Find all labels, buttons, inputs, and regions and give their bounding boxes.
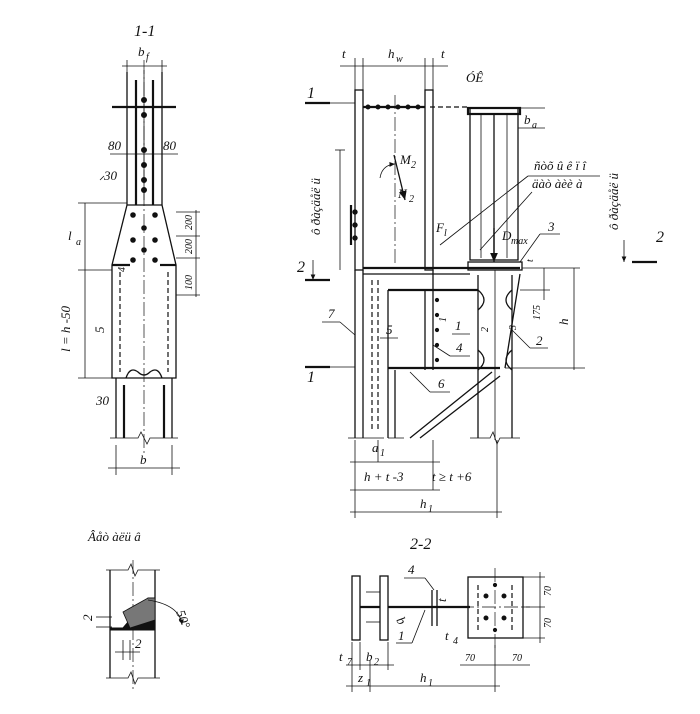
svg-text:h: h (420, 670, 427, 685)
svg-text:50°: 50° (173, 608, 193, 630)
svg-text:1: 1 (307, 85, 315, 102)
svg-text:t: t (342, 46, 346, 61)
svg-text:1: 1 (307, 369, 315, 386)
svg-text:b: b (393, 614, 409, 628)
svg-text:80: 80 (163, 138, 177, 153)
svg-text:1: 1 (366, 678, 371, 689)
svg-text:D: D (501, 228, 512, 243)
svg-text:t: t (445, 628, 449, 643)
svg-text:4: 4 (408, 562, 415, 577)
svg-text:2: 2 (80, 614, 95, 621)
weld-detail-title: Âåò àëü â (87, 529, 141, 544)
svg-text:3: 3 (508, 325, 519, 331)
svg-text:30: 30 (103, 168, 118, 183)
svg-text:3: 3 (547, 219, 555, 234)
svg-text:b: b (366, 649, 373, 664)
svg-text:6: 6 (438, 376, 445, 391)
svg-text:7: 7 (347, 657, 353, 668)
svg-text:ÓÊ: ÓÊ (466, 70, 483, 85)
svg-text:80: 80 (108, 138, 122, 153)
section-2-2-title: 2-2 (410, 536, 431, 553)
svg-text:M: M (399, 152, 412, 167)
svg-text:z: z (357, 670, 363, 685)
svg-text:t: t (525, 259, 536, 262)
svg-text:l: l (68, 228, 72, 243)
svg-text:100: 100 (184, 275, 195, 290)
svg-text:1: 1 (428, 678, 433, 689)
svg-text:2: 2 (536, 333, 543, 348)
svg-text:30: 30 (95, 393, 110, 408)
svg-text:l = h -50: l = h -50 (58, 306, 73, 352)
bf-label: b (138, 44, 145, 59)
svg-text:b: b (140, 452, 147, 467)
svg-text:t: t (339, 649, 343, 664)
weld-detail: Âåò àëü â 50° 2 2 (80, 529, 194, 690)
svg-text:70: 70 (465, 653, 475, 664)
svg-text:4: 4 (456, 340, 463, 355)
svg-text:b: b (524, 112, 531, 127)
section-1-1: 1-1 b f 80 80 30 l a (58, 23, 200, 475)
svg-text:1: 1 (398, 628, 405, 643)
svg-text:h + t -3: h + t -3 (364, 469, 404, 484)
svg-text:7: 7 (328, 306, 335, 321)
svg-text:4: 4 (453, 636, 458, 647)
svg-text:1: 1 (428, 504, 433, 515)
svg-text:2: 2 (135, 636, 142, 651)
svg-text:5: 5 (386, 322, 393, 337)
svg-text:max: max (511, 236, 528, 247)
main-elevation-view: t h w t ÓÊ 1 1 ô ðàçäåë ü 2 (297, 46, 664, 518)
svg-text:F: F (435, 220, 445, 235)
svg-text:ñòõ û ê ï î: ñòõ û ê ï î (534, 158, 587, 173)
svg-text:f: f (146, 52, 150, 63)
section-1-1-title: 1-1 (134, 23, 155, 40)
svg-text:2: 2 (409, 194, 414, 205)
svg-text:2: 2 (656, 229, 664, 246)
svg-text:70: 70 (543, 618, 554, 628)
svg-text:2: 2 (480, 327, 491, 332)
svg-text:4: 4 (117, 267, 128, 272)
svg-text:l: l (444, 228, 447, 239)
svg-text:t ≥ t +6: t ≥ t +6 (432, 469, 472, 484)
svg-text:2: 2 (374, 657, 379, 668)
svg-text:h: h (388, 46, 395, 61)
svg-text:a: a (372, 440, 379, 455)
svg-text:h: h (556, 319, 571, 326)
svg-text:175: 175 (532, 305, 543, 320)
svg-text:t: t (441, 46, 445, 61)
svg-text:äàò àèè à: äàò àèè à (532, 176, 583, 191)
svg-text:1: 1 (438, 317, 449, 322)
svg-text:w: w (396, 54, 403, 65)
svg-text:ô ðàçäåë ü: ô ðàçäåë ü (606, 172, 621, 230)
svg-text:N: N (397, 186, 408, 201)
svg-text:h: h (420, 496, 427, 511)
svg-text:200: 200 (184, 215, 195, 230)
svg-text:5: 5 (92, 326, 107, 333)
svg-text:1: 1 (455, 318, 462, 333)
svg-text:2: 2 (411, 160, 416, 171)
svg-text:2: 2 (297, 259, 305, 276)
svg-text:ô ðàçäåë ü: ô ðàçäåë ü (308, 177, 323, 235)
svg-text:t: t (434, 598, 449, 602)
svg-text:200: 200 (184, 239, 195, 254)
svg-text:a: a (76, 237, 81, 248)
svg-text:1: 1 (380, 448, 385, 459)
svg-text:a: a (532, 120, 537, 131)
svg-text:70: 70 (512, 653, 522, 664)
svg-text:70: 70 (543, 586, 554, 596)
section-2-2: 2-2 4 t t 4 b 1 (339, 536, 554, 692)
